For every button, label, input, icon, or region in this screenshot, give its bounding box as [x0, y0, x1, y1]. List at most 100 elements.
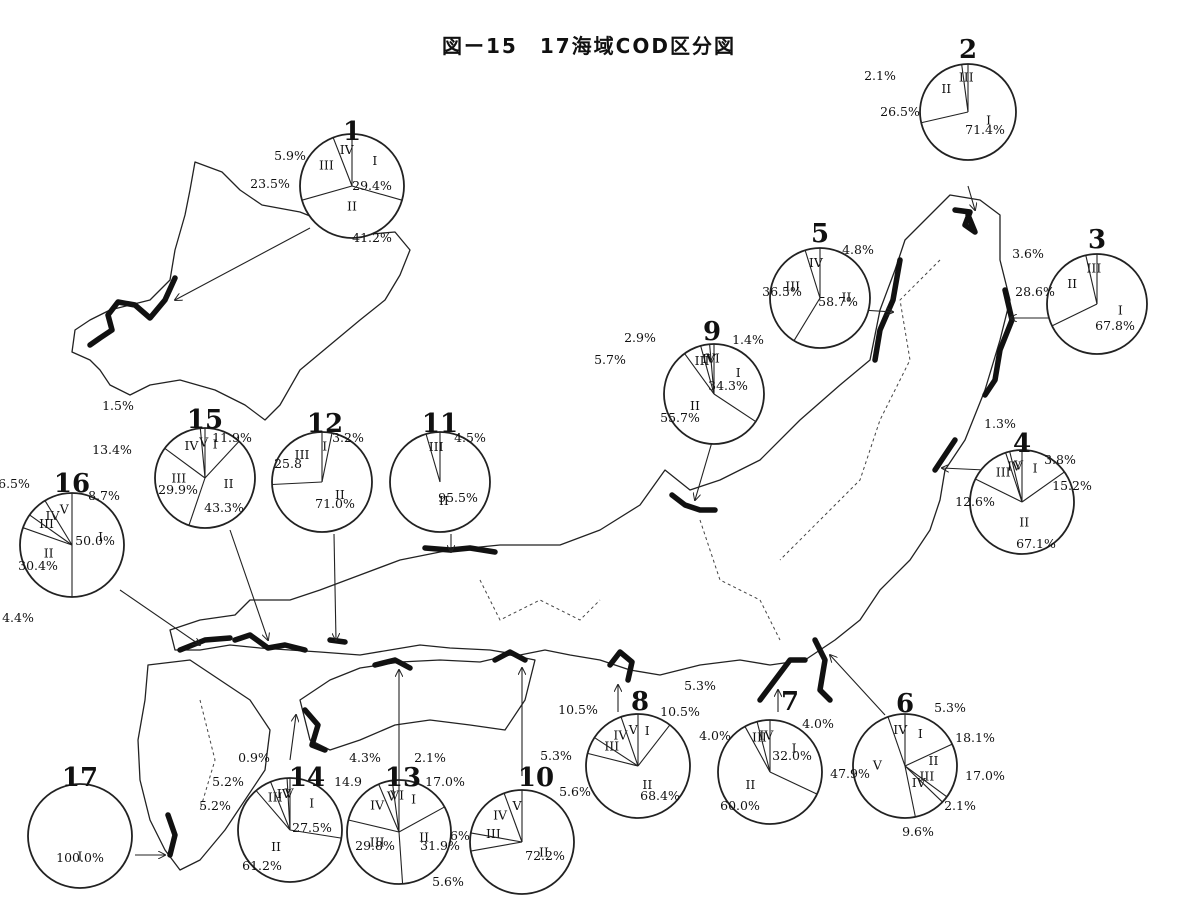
pie-4-slice-2-class: III [996, 464, 1011, 479]
pie-11-slice-1-value: 4.5% [454, 430, 486, 445]
pie-3-slice-1-value: 28.6% [1015, 284, 1055, 299]
pie-13-slice-5-class: VI [389, 787, 404, 802]
pie-1-slice-1-value: 41.2% [352, 230, 392, 245]
pie-4-slice-3-edge [1005, 452, 1023, 503]
pie-2-slice-2-class: III [959, 70, 974, 85]
map-border-4 [199, 699, 216, 811]
pie-16-slice-3-value: 6.5% [0, 476, 30, 491]
pie-12-slice-2-edge [272, 481, 323, 486]
pie-1-slice-3-class: IV [340, 142, 355, 157]
pie-11-slice-1-edge [425, 433, 441, 483]
pie-number-17: 17 [62, 763, 98, 793]
pie-6-slice-3-value: 9.6% [902, 824, 934, 839]
pie-4-slice-3-class: IV [1007, 459, 1022, 474]
pie-9-slice-1-edge [713, 393, 757, 423]
pie-6-slice-1-edge [904, 743, 953, 767]
pie-number-11: 11 [422, 409, 458, 439]
map-border-2 [699, 519, 781, 641]
pie-15-slice-4-value: 1.5% [102, 398, 134, 413]
pie-10-slice-1-value: 5.6% [432, 874, 464, 889]
pie-6-slice-4-edge [904, 765, 916, 818]
pie-3-slice-1-edge [1051, 303, 1098, 327]
pie-6-slice-0-value: 18.1% [955, 730, 995, 745]
pie-11-slice-0-class: II [439, 493, 449, 508]
pie-13-slice-5-edge [391, 780, 400, 833]
pie-9-slice-0-class: I [736, 365, 741, 380]
pie-13-slice-4-class: V [386, 788, 397, 803]
pie-15-slice-3-class: IV [184, 438, 199, 453]
pie-8-slice-2-value: 5.3% [540, 748, 572, 763]
pie-9-slice-4-edge [709, 344, 715, 395]
pie-8-slice-2-edge [587, 752, 639, 767]
pie-8-slice-4-class: V [628, 722, 639, 737]
pie-5-slice-2-class: IV [809, 255, 824, 270]
pie-4-slice-1-class: II [1019, 515, 1029, 530]
pie-14-slice-0-value: 27.5% [292, 820, 332, 835]
map-shikoku [299, 654, 536, 751]
pie-14-slice-2-value: 5.2% [199, 798, 231, 813]
coast-1 [87, 275, 178, 348]
pie-6-slice-2-value: 2.1% [944, 798, 976, 813]
pie-4-slice-4-class: V [1013, 458, 1024, 473]
pie-number-6: 6 [896, 689, 914, 719]
pie-16-slice-3-class: IV [46, 508, 61, 523]
pie-7-slice-3-class: IV [759, 728, 774, 743]
pie-13-slice-4-value: 4.3% [349, 750, 381, 765]
pie-14-slice-2-class: III [268, 790, 283, 805]
coast-2 [952, 207, 978, 235]
pie-9-slice-0-value: 34.3% [708, 378, 748, 393]
pie-10-slice-0-class: II [539, 844, 549, 859]
pie-8-slice-4-edge [620, 716, 639, 767]
pie-6-slice-4-value: 47.9% [830, 766, 870, 781]
pie-14-slice-2-edge [255, 790, 291, 831]
pie-7-slice-0-value: 32.0% [772, 748, 812, 763]
coast-9 [669, 492, 718, 513]
coast-14 [302, 707, 328, 753]
pie-7-slice-2-value: 4.0% [699, 728, 731, 743]
pie-16-slice-4-value: 8.7% [88, 488, 120, 503]
pie-6-slice-0-class: I [918, 726, 923, 741]
pie-9-slice-3-class: IV [702, 351, 717, 366]
arrow-9 [695, 441, 713, 500]
pie-4-slice-4-edge [1009, 451, 1023, 503]
pie-7-slice-0-class: I [792, 741, 797, 756]
pie-13-slice-4-edge [378, 783, 400, 833]
pie-8-slice-3-edge [594, 737, 639, 767]
pie-4-slice-4-value: 3.8% [1044, 452, 1076, 467]
pie-1-slice-2-class: III [319, 157, 334, 172]
pie-number-4: 4 [1013, 429, 1031, 459]
pie-12-slice-0-class: I [322, 439, 327, 454]
pie-8-slice-2-class: III [604, 739, 619, 754]
arrow-15 [229, 529, 268, 640]
pie-5-slice-1-edge [793, 297, 821, 341]
pie-3-slice-2-edge [1085, 255, 1098, 305]
pie-6-slice-5-value: 5.3% [934, 700, 966, 715]
pie-7-slice-3-edge [756, 721, 771, 773]
pie-10-slice-2-edge [470, 832, 523, 843]
arrow-12 [334, 533, 336, 640]
pie-9-slice-3-edge [700, 345, 715, 395]
pie-1-slice-2-value: 23.5% [250, 176, 290, 191]
pie-5-slice-2-edge [804, 250, 821, 299]
pie-6-slice-5-class: IV [893, 722, 908, 737]
pie-8-slice-4-value: 5.3% [684, 678, 716, 693]
pie-12-slice-2-class: III [295, 447, 310, 462]
coast-10 [492, 649, 528, 663]
pie-2-slice-0-class: I [986, 112, 991, 127]
pie-14-slice-3-value: 5.2% [212, 774, 244, 789]
pie-8-slice-3-value: 10.5% [558, 702, 598, 717]
pie-16-slice-2-class: III [39, 516, 54, 531]
pie-4-slice-0-value: 15.2% [1052, 478, 1092, 493]
pie-15-slice-3-value: 13.4% [92, 442, 132, 457]
pie-6-slice-5-edge [887, 716, 906, 767]
pie-7-slice-2-class: III [752, 729, 767, 744]
pie-9-slice-3-value: 2.9% [624, 330, 656, 345]
